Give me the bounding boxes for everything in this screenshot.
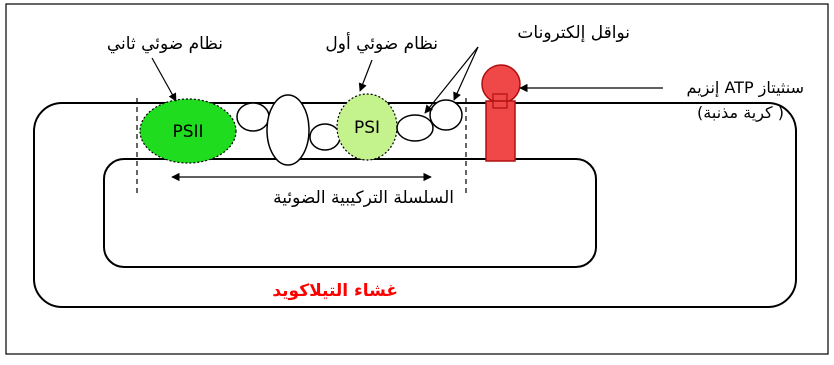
- psii-label: PSII: [172, 122, 203, 142]
- atp-synthase-caption: إنزيم ATP سنثيتاز: [687, 78, 804, 98]
- thylakoid-outer-membrane: [33, 102, 797, 308]
- photosynthetic-chain-caption: السلسلة التركيبية الضوئية: [273, 188, 454, 208]
- carrier-pointer-1: [424, 46, 479, 114]
- ps2-caption: نظام ضوئي ثاني: [107, 34, 223, 54]
- electron-carrier-4: [396, 114, 434, 142]
- atp-synthase-joint: [492, 93, 508, 109]
- carrier-pointer-2: [453, 46, 479, 101]
- psii-complex: [139, 98, 237, 164]
- atp-synthase-subcaption: (كرية مذنبة ): [697, 103, 784, 123]
- thylakoid-membrane-title: غشاء التيلاكويد: [272, 281, 398, 301]
- atp-synthase-head: [481, 64, 521, 104]
- psi-label: PSI: [354, 118, 380, 138]
- electron-carrier-5: [429, 99, 463, 131]
- thylakoid-inner-membrane: [103, 158, 597, 268]
- electron-carriers-caption: نواقل إلكترونات: [517, 23, 630, 43]
- ps1-caption: نظام ضوئي أول: [325, 32, 438, 54]
- atp-synthase-stalk: [485, 100, 516, 162]
- ps2-pointer: [151, 57, 177, 102]
- outer-frame: [5, 3, 829, 355]
- ps1-pointer: [358, 59, 373, 92]
- electron-carrier-1: [236, 102, 270, 132]
- electron-carrier-3: [309, 123, 341, 151]
- electron-carrier-2: [266, 94, 310, 166]
